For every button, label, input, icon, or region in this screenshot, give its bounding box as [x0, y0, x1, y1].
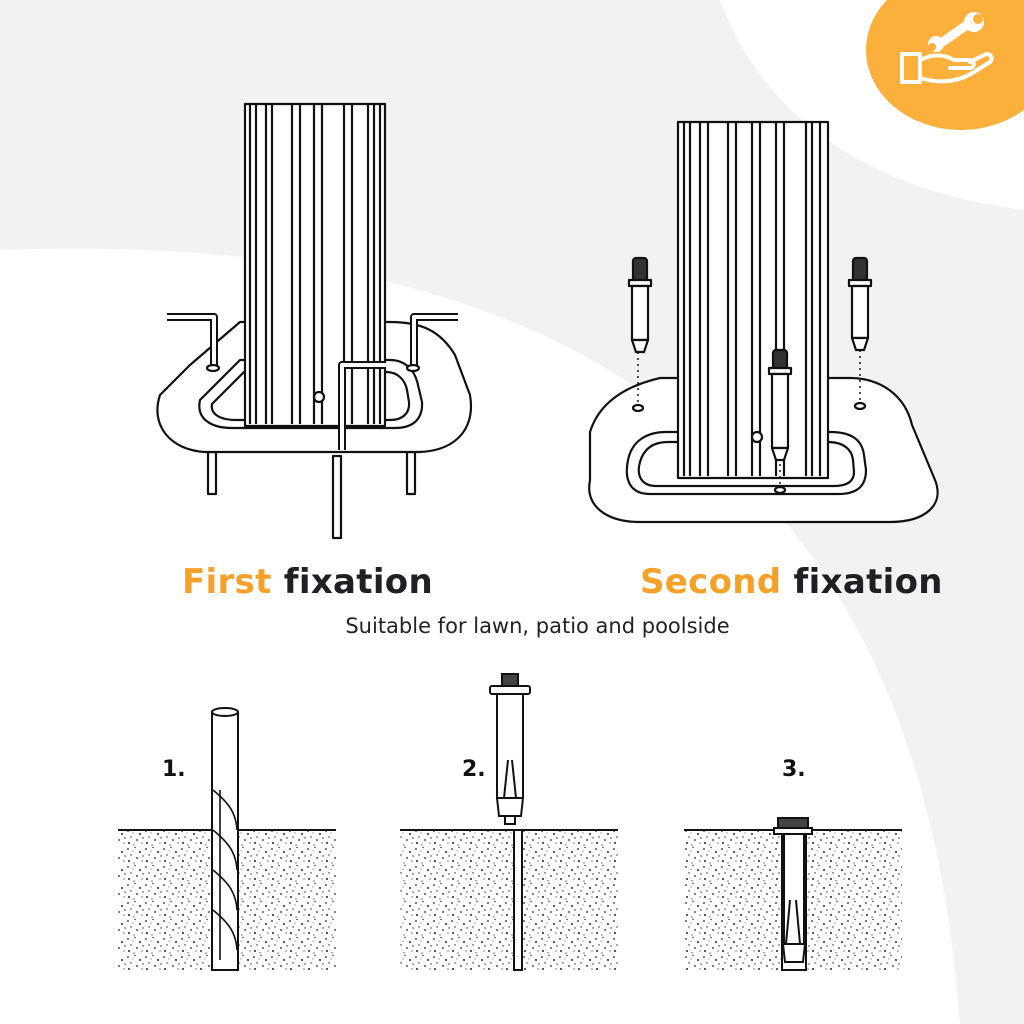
- first-fixation-rest: fixation: [271, 562, 433, 602]
- subtitle: Suitable for lawn, patio and poolside: [345, 614, 730, 638]
- first-fixation-title: First fixation: [182, 562, 433, 602]
- first-fixation-accent: First: [182, 562, 272, 602]
- step-2-label: 2.: [462, 757, 486, 782]
- step-1-label: 1.: [162, 757, 186, 782]
- step-2-insert-diagram: [400, 673, 618, 971]
- expansion-bolt-left: [627, 256, 653, 354]
- second-fixation-illustration: [588, 120, 939, 524]
- step-3-installed-diagram: [684, 817, 902, 971]
- expansion-bolt-center: [767, 348, 793, 462]
- step-3-label: 3.: [782, 757, 806, 782]
- hand-wrench-icon: [900, 12, 994, 84]
- second-fixation-accent: Second: [640, 562, 782, 602]
- second-fixation-rest: fixation: [781, 562, 943, 602]
- service-badge: [866, 0, 1024, 130]
- first-fixation-illustration: [156, 102, 472, 540]
- step-1-drill-diagram: [118, 707, 336, 971]
- second-fixation-title: Second fixation: [640, 562, 943, 602]
- expansion-bolt-right: [847, 256, 873, 352]
